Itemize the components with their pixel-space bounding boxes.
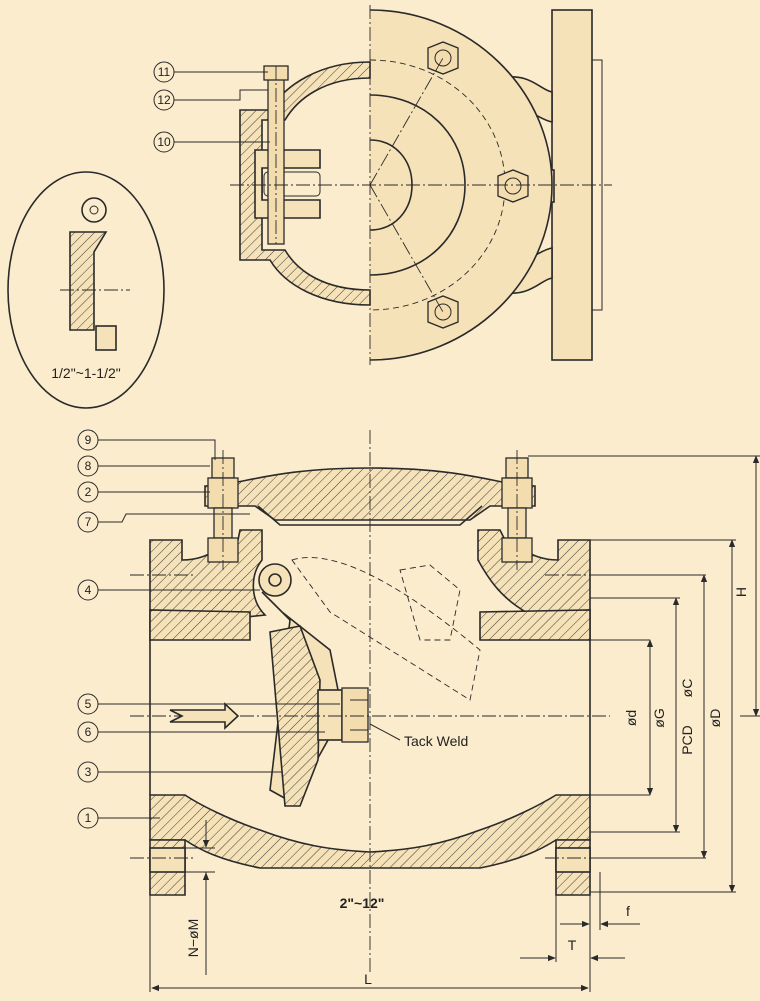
top-bolt-upper	[427, 41, 459, 75]
dim-d-label: ød	[623, 710, 639, 726]
bonnet-bolt-right	[501, 450, 533, 570]
dim-H-label: H	[733, 587, 749, 597]
svg-text:10: 10	[157, 135, 171, 149]
dimensions: ød øG PCD øC øD H L T f	[149, 455, 760, 992]
callout-5: 5	[77, 693, 340, 715]
dim-T-label: T	[568, 937, 577, 953]
size-range-label: 2"~12"	[340, 895, 385, 911]
svg-text:8: 8	[85, 459, 92, 473]
flow-direction-arrow	[169, 702, 240, 730]
dim-NM-label: N−øM	[185, 919, 201, 958]
dim-f-label: f	[626, 903, 630, 919]
callout-12: 12	[153, 89, 268, 111]
svg-text:4: 4	[85, 583, 92, 597]
disc-nut	[341, 687, 369, 743]
callout-2: 2	[77, 481, 210, 503]
callout-7: 7	[77, 511, 250, 533]
dim-g-label: øG	[651, 708, 667, 727]
callout-1: 1	[77, 807, 160, 829]
callout-8: 8	[77, 455, 210, 477]
dim-L-label: L	[364, 971, 372, 987]
bonnet-bolt-left	[207, 450, 239, 570]
svg-text:Tack Weld: Tack Weld	[404, 733, 468, 749]
disc-open-position	[291, 557, 481, 701]
small-size-detail: 1/2"~1-1/2"	[7, 171, 165, 409]
svg-text:11: 11	[158, 65, 171, 79]
callout-6: 6	[77, 721, 325, 743]
top-bolt-lower	[427, 295, 459, 329]
top-disc-arm	[254, 149, 321, 219]
callout-4: 4	[77, 579, 260, 601]
callout-9: 9	[77, 429, 216, 460]
small-size-range-label: 1/2"~1-1/2"	[51, 365, 121, 381]
dim-D-label: øD	[707, 709, 723, 728]
svg-text:2: 2	[85, 485, 92, 499]
callout-3: 3	[77, 761, 282, 783]
dim-c-label: øC	[679, 679, 695, 698]
bonnet	[204, 467, 536, 521]
svg-text:6: 6	[85, 725, 92, 739]
dim-pcd-label: PCD	[679, 725, 695, 755]
svg-text:9: 9	[85, 433, 92, 447]
svg-text:3: 3	[85, 765, 92, 779]
svg-text:7: 7	[85, 515, 92, 529]
svg-text:1: 1	[85, 811, 92, 825]
hinge-pin-boss	[258, 563, 292, 597]
top-bolt-middle	[497, 169, 529, 203]
svg-text:5: 5	[85, 697, 92, 711]
tack-weld-note: Tack Weld	[369, 723, 468, 749]
callout-11: 11	[153, 61, 268, 83]
top-view	[230, 5, 612, 365]
body-lower	[149, 794, 591, 869]
front-view: 2"~12"	[130, 430, 650, 975]
svg-text:12: 12	[157, 93, 171, 107]
callout-10: 10	[153, 131, 270, 153]
